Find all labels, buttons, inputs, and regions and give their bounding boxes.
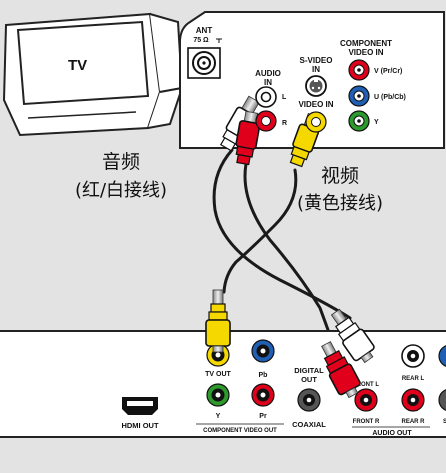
tv-out-label: TV OUT [205,371,231,378]
component-in-label: COMPONENT [340,39,392,48]
audio-in-label: AUDIO [255,69,281,78]
coaxial-jack [297,388,321,412]
partial-cut-label: S [443,419,446,425]
tv-white-jack [255,86,277,108]
ant-ohm-label: 75 Ω [193,37,209,44]
front-r-label: FRONT R [353,419,380,425]
digital-out-label: DIGITAL [294,366,324,375]
antenna-ground-icon [216,38,222,43]
rear-r-label: REAR R [401,419,425,425]
tv-yellow-jack [305,111,327,133]
rear-l-label: REAR L [402,376,425,382]
tv-screen [16,20,150,106]
svideo-jack [305,75,327,97]
ant-label: ANT [196,26,213,35]
tv-illustration: TV [2,12,184,137]
player-yellow-plug [205,289,231,353]
component-y-label: Y [374,119,379,126]
rear-l-jack [401,344,425,368]
red-cable [243,162,340,360]
component-v-label: V (Pr/Cr) [374,68,402,75]
rear-r-jack [401,388,425,412]
front-l-label: FRONT L [353,382,379,388]
pr-jack [251,383,275,407]
y-jack [206,383,230,407]
hdmi-port [122,397,158,415]
partial-jack-top [438,345,446,367]
svideo-label-2: IN [312,65,320,74]
video-caption-sub: (黄色接线) [297,193,383,214]
audio-r-label: R [282,120,287,127]
partial-jack-bottom [438,389,446,411]
digital-out-label-2: OUT [301,375,317,384]
yellow-cable [222,168,298,294]
audio-in-label-2: IN [264,78,272,87]
svideo-label: S-VIDEO [300,56,333,65]
audio-caption: 音频 [102,151,140,173]
video-in-label: VIDEO IN [298,100,333,109]
component-video-out-label: COMPONENT VIDEO OUT [203,428,277,434]
component-u-label: U (Pb/Cb) [374,94,406,101]
component-in-label-2: VIDEO IN [348,48,383,57]
pb-jack [251,339,275,363]
player-white-plug [330,308,375,364]
component-u-jack [348,85,370,107]
component-y-jack [348,110,370,132]
pb-label: Pb [259,372,268,379]
white-cable [212,148,352,320]
y-label: Y [216,413,221,420]
audio-caption-sub: (红/白接线) [75,180,167,201]
hdmi-out-label: HDMI OUT [121,421,158,430]
audio-l-label: L [282,94,287,101]
audio-out-label: AUDIO OUT [372,430,412,437]
tv-label: TV [68,57,87,74]
component-v-jack [348,59,370,81]
tv-red-jack [255,110,277,132]
cables [212,148,352,360]
ant-jack [187,47,221,79]
front-r-jack [354,388,378,412]
pr-label: Pr [259,413,267,420]
player-red-plug [321,341,361,399]
player-back-panel: HDMI OUT TV OUT Pb Y Pr COMPONENT VIDEO … [0,330,446,438]
video-caption: 视频 [321,165,359,187]
coaxial-label: COAXIAL [292,420,326,429]
